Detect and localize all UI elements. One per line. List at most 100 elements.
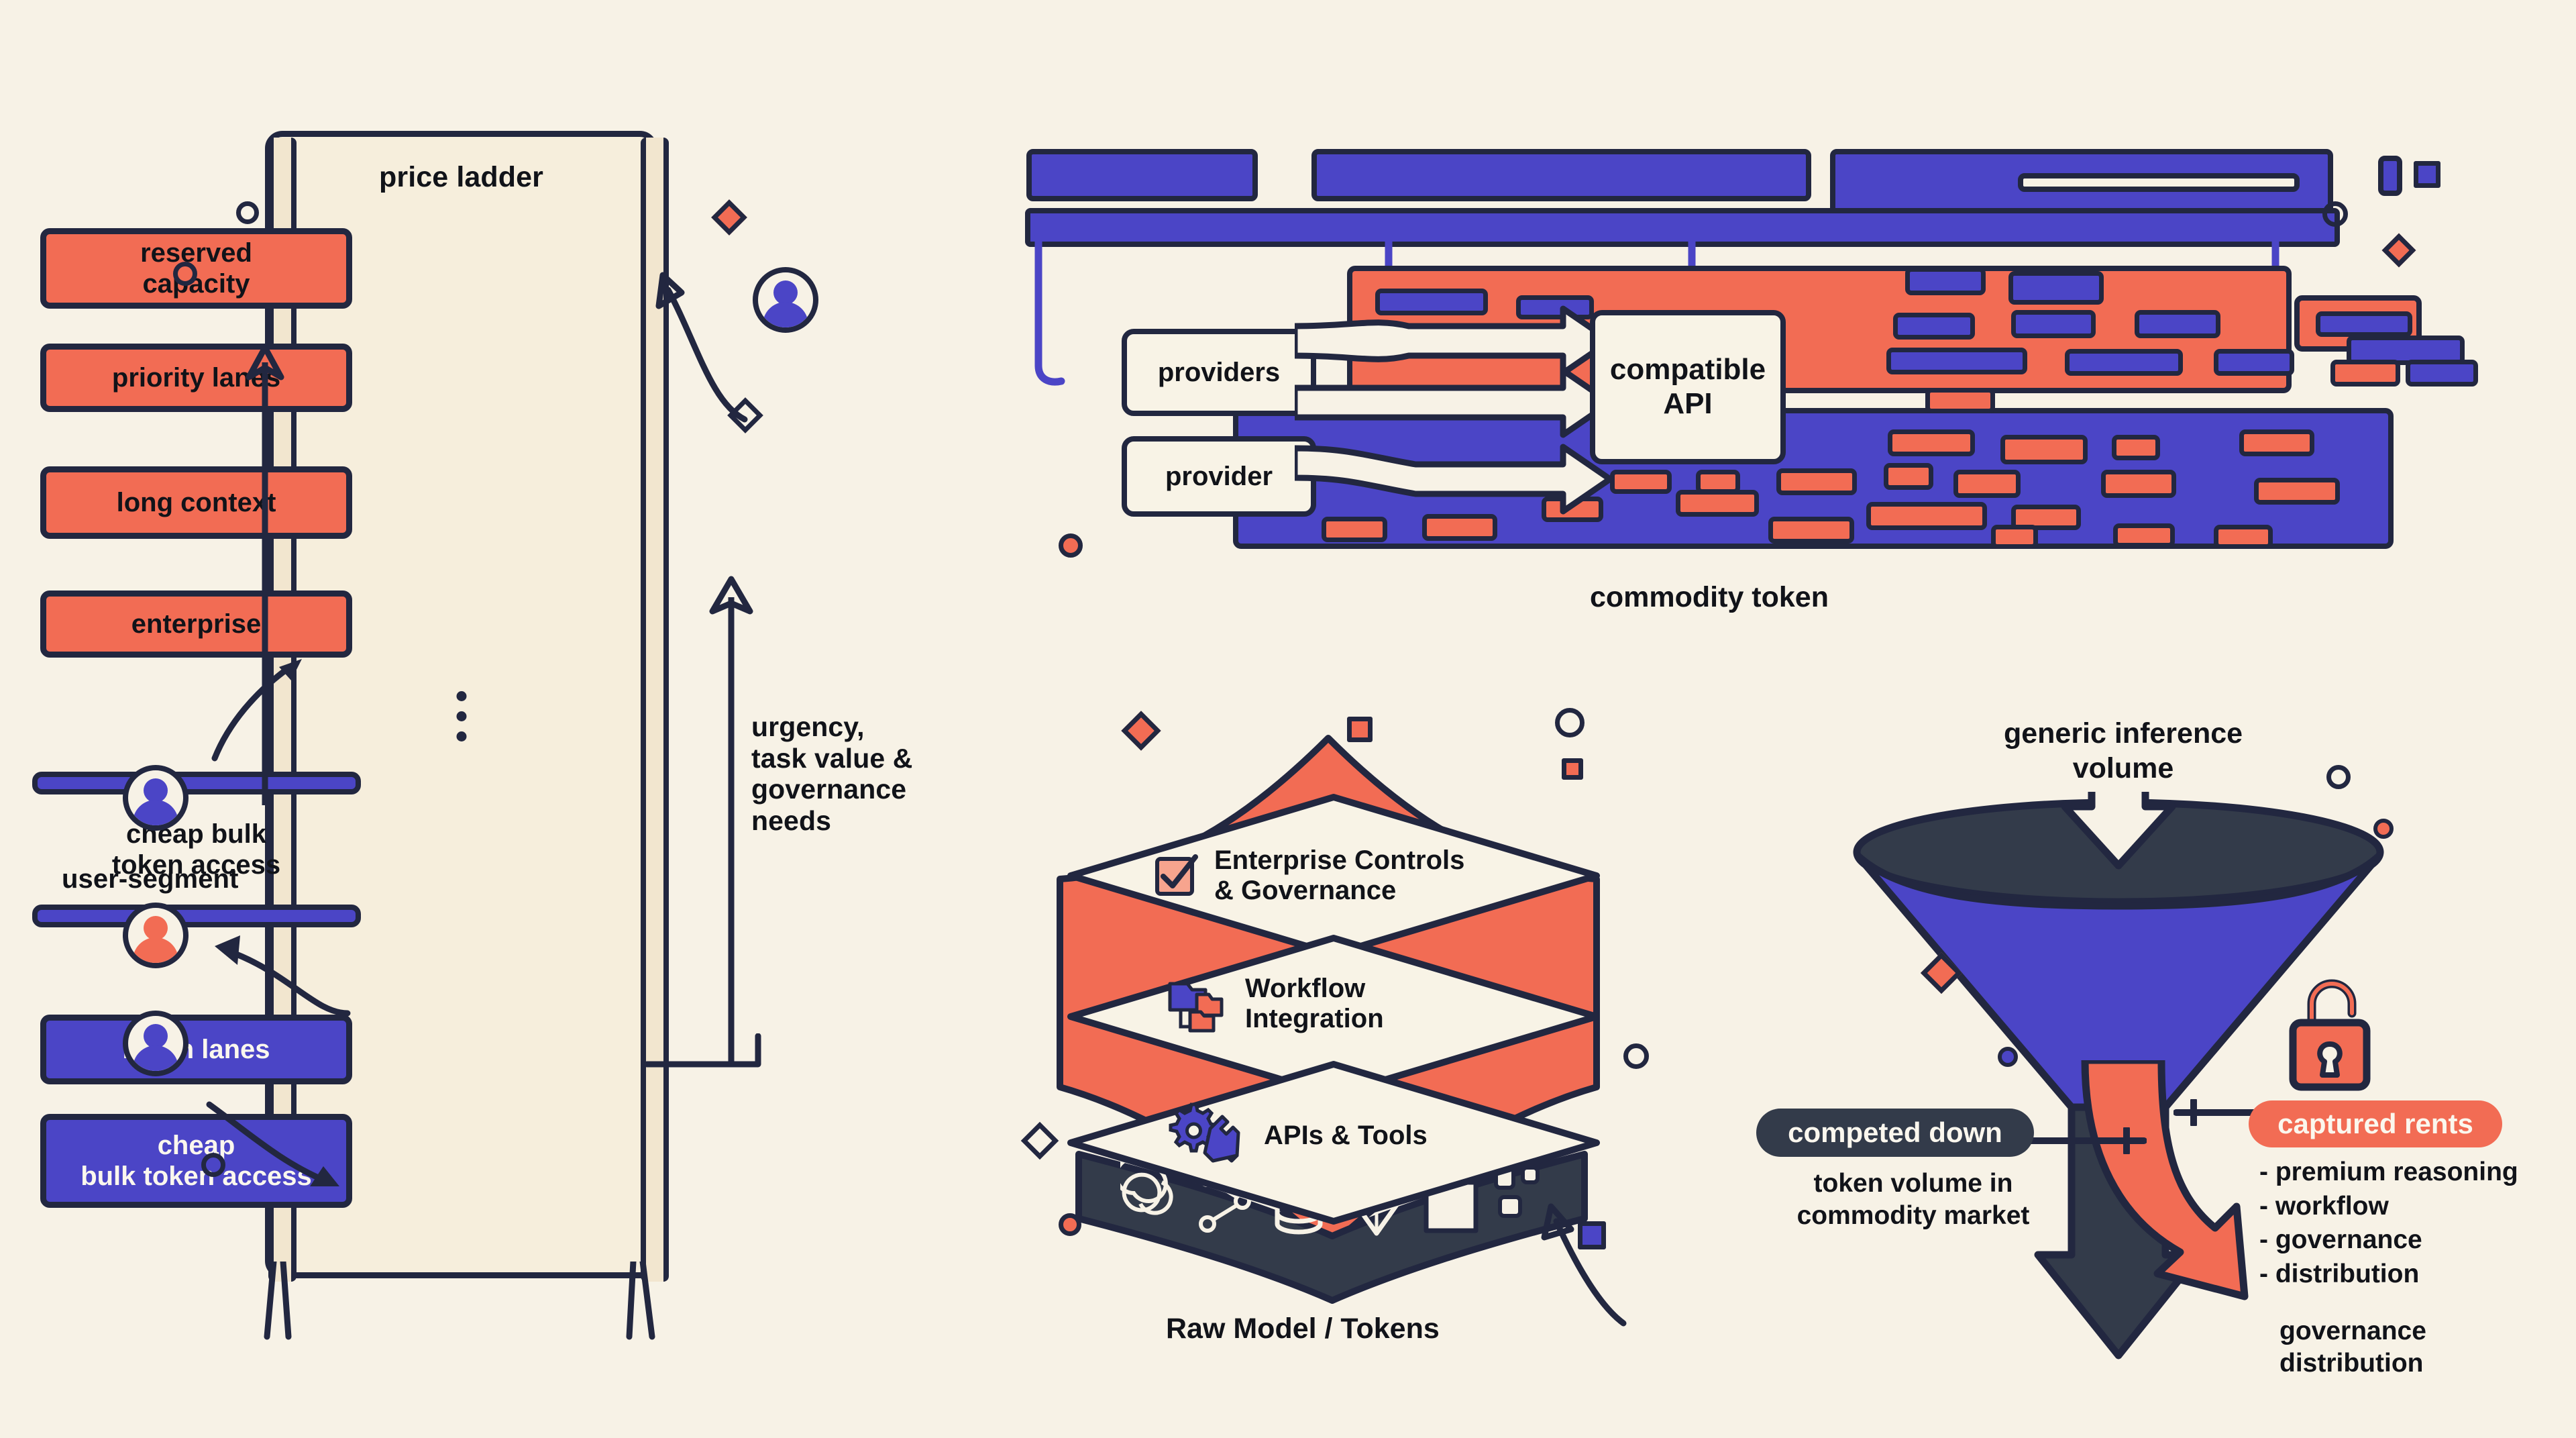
token-brick xyxy=(2214,349,2294,376)
token-brick xyxy=(2008,271,2104,305)
token-brick xyxy=(1888,429,1975,456)
reserved-capacity-pointer-arrow xyxy=(655,272,748,423)
avatar-segment-blue-bottom xyxy=(123,1011,189,1076)
competed-down-label: competed down xyxy=(1788,1117,2002,1148)
token-brick xyxy=(1886,348,2027,374)
ladder-rung-priority-lanes[interactable]: priority lanes xyxy=(40,344,352,412)
ladder-title: price ladder xyxy=(379,161,543,193)
token-brick xyxy=(1676,490,1759,517)
providers-label: providers xyxy=(1157,358,1281,387)
urgency-axis-elbow xyxy=(644,1033,761,1068)
shield-layer-1[interactable]: Enterprise Controls & Governance xyxy=(1154,845,1570,906)
competed-down-sublabel: token volume in commodity market xyxy=(1796,1169,2030,1230)
token-brick xyxy=(2112,435,2160,460)
ladder-up-arrow-left xyxy=(246,344,284,805)
ladder-rail-right xyxy=(641,138,669,1282)
ladder-divider-bar-lower xyxy=(32,905,361,927)
ladder-feet xyxy=(264,1262,655,1340)
token-brick xyxy=(2011,310,2096,338)
open-padlock-icon xyxy=(2289,979,2371,1091)
token-brick xyxy=(2000,435,2088,464)
token-bar-1 xyxy=(1026,149,1258,201)
token-brick xyxy=(1776,468,1857,495)
token-brick xyxy=(2113,523,2175,548)
provider-label: provider xyxy=(1165,462,1273,491)
avatar-head xyxy=(773,280,798,305)
provider-callout[interactable]: provider xyxy=(1122,436,1316,517)
user-segment-label: user-segment xyxy=(62,864,239,894)
token-brick xyxy=(1516,295,1594,319)
avatar-segment-orange xyxy=(123,903,189,968)
ladder-rung-cheap-bulk[interactable]: cheap bulk token access xyxy=(40,805,352,894)
avatar-body xyxy=(133,937,178,963)
decor-square-orange xyxy=(1347,717,1373,742)
token-bar-chip xyxy=(2378,156,2402,196)
avatar-segment-blue-top xyxy=(123,765,189,831)
shield-layer-3-shape xyxy=(1067,1061,1600,1225)
folders-icon xyxy=(1168,982,1224,1033)
raw-model-caption: Raw Model / Tokens xyxy=(1166,1313,1440,1345)
token-brick xyxy=(1991,525,2038,549)
checkbox-icon xyxy=(1155,854,1198,896)
captured-rents-label: captured rents xyxy=(2277,1108,2473,1139)
captured-rents-overflow-text: governance distribution xyxy=(2279,1317,2426,1378)
commodity-token-caption: commodity token xyxy=(1590,581,1829,613)
decor-circle-orange xyxy=(173,262,197,286)
shield-layer-1-label: Enterprise Controls & Governance xyxy=(1214,845,1465,905)
token-bar-rail xyxy=(1025,208,2340,247)
captured-rents-item-2: - workflow xyxy=(2259,1191,2389,1221)
avatar-body xyxy=(133,800,178,825)
ladder-rung-enterprise[interactable]: enterprise xyxy=(40,590,352,658)
urgency-axis-arrow xyxy=(709,576,753,1064)
raw-model-pointer-arrow xyxy=(1541,1203,1627,1327)
token-brick xyxy=(2316,311,2412,337)
urgency-axis-label: urgency, task value & governance needs xyxy=(751,711,913,837)
competed-down-badge[interactable]: competed down xyxy=(1756,1109,2034,1157)
token-brick xyxy=(1375,289,1488,315)
token-brick xyxy=(2330,360,2400,387)
token-brick xyxy=(1866,502,1987,530)
captured-rents-badge[interactable]: captured rents xyxy=(2249,1100,2502,1147)
token-brick xyxy=(2135,310,2220,338)
shield-layer-3-label: APIs & Tools xyxy=(1264,1120,1428,1150)
compatible-api-box[interactable]: compatible API xyxy=(1590,310,1786,464)
token-bar-3-slot xyxy=(2018,173,2300,192)
token-brick xyxy=(2239,429,2314,456)
token-brick xyxy=(2101,470,2176,498)
ladder-rung-cheap-bulk-blue[interactable]: cheap bulk token access xyxy=(40,1114,352,1208)
token-brick xyxy=(1322,517,1387,542)
generic-inference-volume-label: generic inference volume xyxy=(2003,717,2243,784)
ladder-ellipsis xyxy=(265,691,657,765)
avatar-head xyxy=(144,916,168,940)
providers-callout[interactable]: providers xyxy=(1122,329,1316,416)
competed-down-leader xyxy=(2026,1127,2147,1154)
ladder-rail-left xyxy=(268,138,297,1282)
ladder-rung-long-context[interactable]: long context xyxy=(40,466,352,539)
decor-circle-orange-3 xyxy=(1059,533,1083,558)
token-brick xyxy=(1905,267,1986,295)
token-brick xyxy=(1953,470,2021,498)
captured-rents-item-4: - distribution xyxy=(2259,1260,2420,1289)
avatar-head xyxy=(144,778,168,803)
rung-label: long context xyxy=(116,487,276,517)
decor-circle-orange-4 xyxy=(2373,819,2394,839)
decor-square-orange-2 xyxy=(1562,758,1583,780)
segment-arrow-to-orange xyxy=(215,935,351,1017)
token-brick xyxy=(1610,470,1672,494)
token-brick xyxy=(2406,360,2478,387)
token-brick xyxy=(1925,388,1995,413)
funnel-graphic xyxy=(1853,792,2384,1359)
shield-layer-2[interactable]: Workflow Integration xyxy=(1166,972,1568,1036)
decor-circle-outline-4 xyxy=(2322,201,2348,227)
captured-rents-item-1: - premium reasoning xyxy=(2259,1158,2518,1186)
token-bar-2 xyxy=(1311,149,1811,201)
token-brick xyxy=(2214,525,2273,549)
token-brick xyxy=(1768,517,1854,544)
token-brick xyxy=(1422,514,1497,541)
decor-circle-outline xyxy=(236,201,259,224)
segment-arrow-from-blue xyxy=(206,1101,339,1186)
decor-circle-outline-6 xyxy=(1623,1043,1649,1069)
shield-layer-3[interactable]: APIs & Tools xyxy=(1169,1100,1571,1170)
decor-circle-outline-5 xyxy=(1555,708,1585,737)
